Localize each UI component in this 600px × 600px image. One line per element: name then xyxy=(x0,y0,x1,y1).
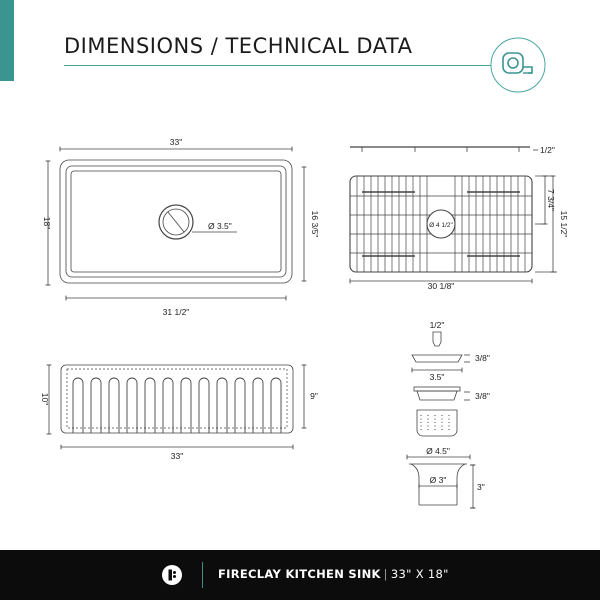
label-body-height: 3" xyxy=(477,482,485,492)
label-body-inner-diameter: Ø 3" xyxy=(430,475,447,485)
sink-front-view xyxy=(46,364,307,450)
label-apron-height: 9" xyxy=(310,391,318,401)
grid-side-view xyxy=(350,146,538,152)
technical-drawings: 33" 18" 16 3/5" 31 1/2" Ø 3.5" 1/2" 30 1… xyxy=(40,137,569,509)
footer-separator: | xyxy=(383,567,388,581)
label-grid-half-depth: 7 3/4" xyxy=(546,189,556,211)
product-size: 33" X 18" xyxy=(390,567,449,581)
label-grid-depth: 15 1/2" xyxy=(559,211,569,238)
grid-top-view xyxy=(349,175,557,284)
label-stopper-width: 1/2" xyxy=(430,320,445,330)
accent-bar xyxy=(0,0,14,81)
label-grid-height: 1/2" xyxy=(540,145,555,155)
label-grid-width: 30 1/8" xyxy=(428,281,455,291)
label-drain-diameter: Ø 3.5" xyxy=(208,221,232,231)
label-front-width: 33" xyxy=(171,451,183,461)
label-cap-height: 3/8" xyxy=(475,353,490,363)
label-inner-depth: 16 3/5" xyxy=(310,211,320,238)
label-overall-depth: 18" xyxy=(42,217,52,229)
drain-parts xyxy=(406,331,476,509)
label-grid-hole: Ø 4 1/2" xyxy=(429,222,453,229)
label-overall-width: 33" xyxy=(170,137,182,147)
brand-logo-icon xyxy=(162,565,182,585)
label-front-height: 10" xyxy=(40,393,50,405)
product-name: FIRECLAY KITCHEN SINK xyxy=(218,567,381,581)
footer-divider xyxy=(202,562,203,588)
label-strainer-height: 3/8" xyxy=(475,391,490,401)
page-title: DIMENSIONS / TECHNICAL DATA xyxy=(64,34,413,58)
sink-top-view xyxy=(45,146,307,301)
label-body-outer-diameter: Ø 4.5" xyxy=(426,446,450,456)
title-divider xyxy=(64,65,492,66)
label-cap-width: 3.5" xyxy=(430,372,445,382)
footer-product-title: FIRECLAY KITCHEN SINK|33" X 18" xyxy=(218,567,449,581)
label-inner-width: 31 1/2" xyxy=(163,307,190,317)
footer-banner xyxy=(0,550,600,600)
tape-measure-icon xyxy=(490,37,546,93)
